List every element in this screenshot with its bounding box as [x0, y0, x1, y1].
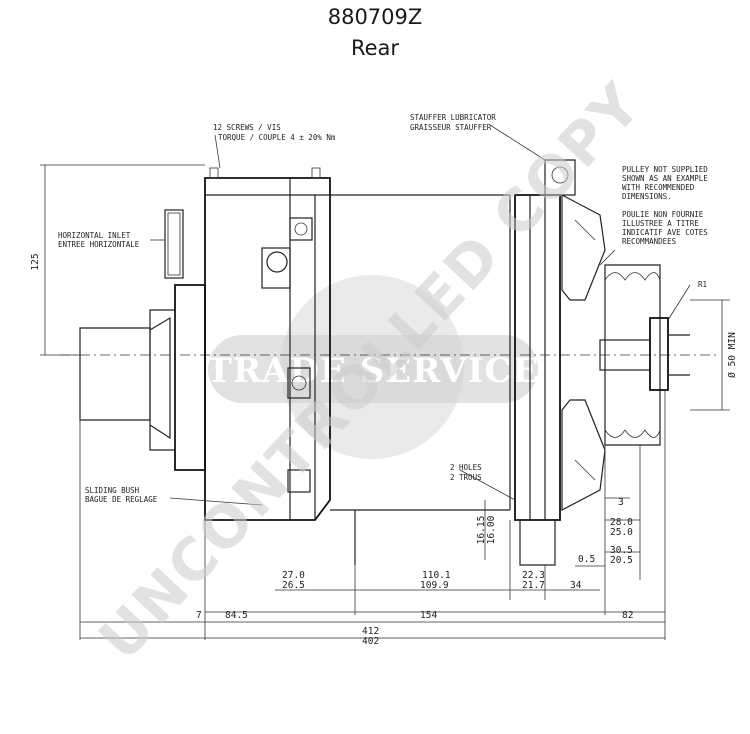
dim-402: 402: [362, 636, 379, 647]
dim-34: 34: [570, 580, 582, 591]
dim-16-00: 16.00: [486, 515, 497, 544]
holes-note-line2: 2 TROUS: [450, 473, 482, 482]
screws-note-line1: 12 SCREWS / VIS: [213, 123, 281, 132]
watermark-brand-text: TRADE SERVICE: [207, 351, 540, 391]
dim-3: 3: [618, 497, 624, 508]
dim-84-5: 84.5: [225, 610, 248, 621]
dim-16-15: 16.15: [476, 516, 487, 545]
pulley-note-en-line1: PULLEY NOT SUPPLIED: [622, 165, 708, 174]
inlet-note-line2: ENTREE HORIZONTALE: [58, 240, 140, 249]
shaft-nut: [649, 317, 669, 391]
dim-7: 7: [196, 610, 202, 621]
bush-note-line1: SLIDING BUSH: [85, 486, 140, 495]
pulley-note-en-line4: DIMENSIONS.: [622, 192, 672, 201]
view-subtitle: Rear: [350, 36, 400, 60]
dim-27-0: 27.0: [282, 570, 305, 581]
dim-125: 125: [30, 253, 41, 270]
radius-label: R1: [698, 280, 707, 289]
dim-154: 154: [420, 610, 437, 621]
dim-82: 82: [622, 610, 633, 621]
dim-412: 412: [362, 626, 379, 637]
pulley-note-fr-line4: RECOMMANDEES: [622, 237, 677, 246]
stauffer-note-line1: STAUFFER LUBRICATOR: [410, 113, 496, 122]
stauffer-note-line2: GRAISSEUR STAUFFER: [410, 123, 492, 132]
pulley-note-fr-line2: ILLUSTREE A TITRE: [622, 219, 699, 228]
dim-30-5: 30.5: [610, 545, 633, 556]
dim-25: 25.0: [610, 527, 633, 538]
leader-lines: [150, 124, 691, 506]
dim-28: 28.0: [610, 517, 633, 528]
dim-0-5: 0.5: [578, 554, 595, 565]
pulley-note-en-line2: SHOWN AS AN EXAMPLE: [622, 174, 708, 183]
bush-note-line2: BAGUE DE REGLAGE: [85, 495, 158, 504]
dim-20-5: 20.5: [610, 555, 633, 566]
pulley-note-fr-line1: POULIE NON FOURNIE: [622, 210, 704, 219]
dim-21-7: 21.7: [522, 580, 545, 591]
inlet-note-line1: HORIZONTAL INLET: [58, 231, 131, 240]
holes-note-line1: 2 HOLES: [450, 463, 482, 472]
dim-22-3: 22.3: [522, 570, 545, 581]
pulley-note-fr-line3: INDICATIF AVE COTES: [622, 228, 708, 237]
dim-110-1: 110.1: [422, 570, 451, 581]
dimension-lines: [44, 165, 723, 639]
pulley-note-en-line3: WITH RECOMMENDED: [622, 183, 695, 192]
alternator-housing: [79, 159, 690, 566]
inlet-knob: [164, 209, 184, 279]
dim-shaft-diameter: Ø 50 MIN: [727, 332, 738, 378]
screws-note-line2: TORQUE / COUPLE 4 ± 20% Nm: [218, 133, 336, 142]
dim-26-5: 26.5: [282, 580, 305, 591]
part-number-title: 880709Z: [327, 5, 423, 29]
dim-109-9: 109.9: [420, 580, 449, 591]
extension-lines: [40, 164, 730, 640]
